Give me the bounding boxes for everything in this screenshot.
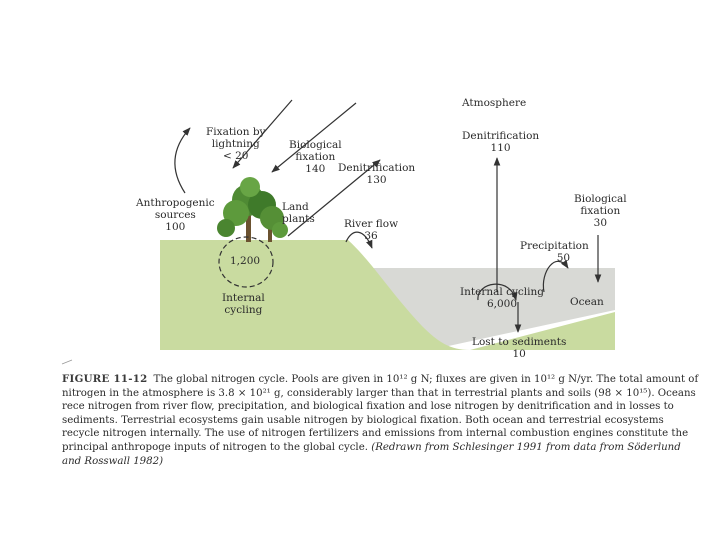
land-plants-trees (217, 177, 288, 242)
anthropogenic-arrow (175, 128, 190, 193)
ocean-label: Ocean (570, 296, 604, 308)
denitrification-land-label: Denitrification 130 (338, 162, 415, 186)
biological-fixation-ocean-label: Biological fixation 30 (574, 193, 627, 229)
anthropogenic-sources-label: Anthropogenic sources 100 (136, 197, 215, 233)
internal-cycling-land-label: Internal cycling (222, 292, 265, 316)
precipitation-label: Precipitation 50 (520, 240, 589, 264)
denitrification-ocean-label: Denitrification 110 (462, 130, 539, 154)
internal-cycling-ocean-label: Internal cycling 6,000 (460, 286, 544, 310)
land-plants-label: Land plants (282, 201, 315, 225)
river-flow-label: River flow 36 (344, 218, 398, 242)
land-pool-label: 1,200 (230, 255, 260, 267)
lost-to-sediments-label: Lost to sediments 10 (472, 336, 566, 360)
biological-fixation-land-label: Biological fixation 140 (289, 139, 342, 175)
figure-label: FIGURE 11-12 (62, 373, 148, 385)
atmosphere-label: Atmosphere (462, 97, 526, 109)
fixation-by-lightning-label: Fixation by lightning < 20 (206, 126, 265, 162)
